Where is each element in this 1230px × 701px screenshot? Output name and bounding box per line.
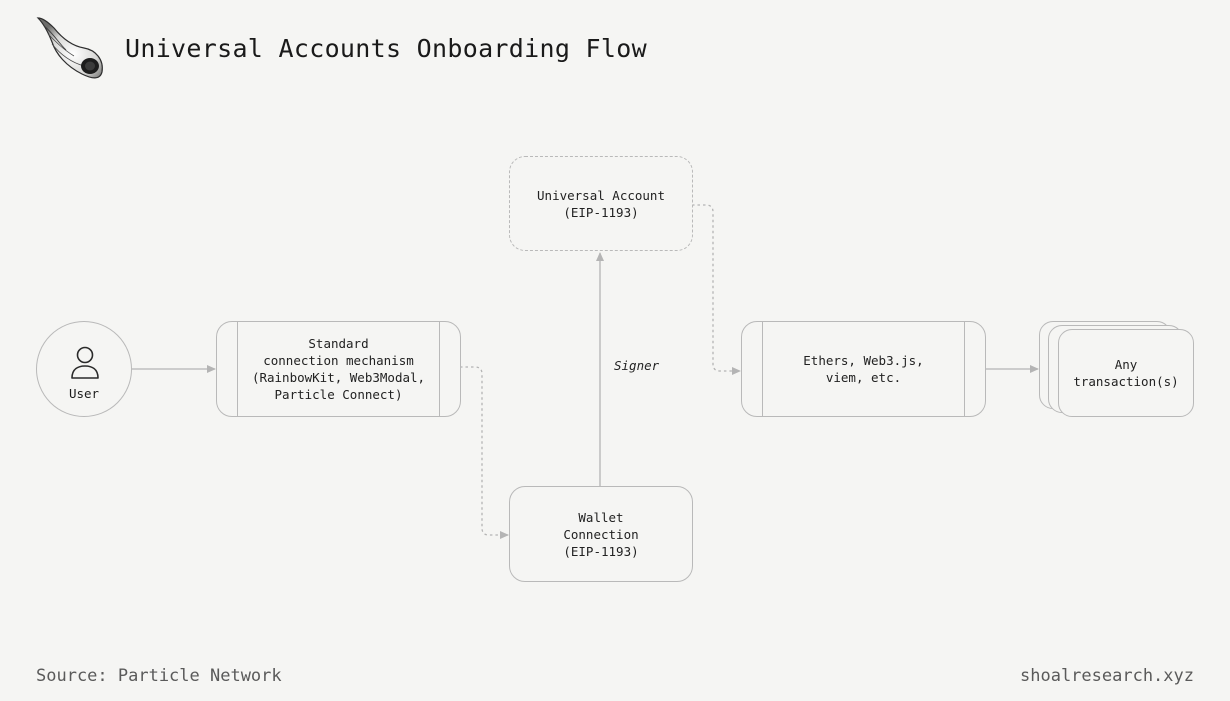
libraries-node: Ethers, Web3.js, viem, etc. bbox=[741, 321, 986, 417]
user-node: User bbox=[36, 321, 132, 417]
footer-site: shoalresearch.xyz bbox=[1020, 666, 1194, 686]
edge-universal-to-libraries bbox=[692, 204, 741, 375]
shell-logo-icon bbox=[36, 17, 103, 79]
libraries-label: Ethers, Web3.js, viem, etc. bbox=[803, 353, 924, 385]
page-title: Universal Accounts Onboarding Flow bbox=[125, 34, 647, 63]
universal-account-label: Universal Account (EIP-1193) bbox=[537, 187, 665, 220]
wallet-connection-label: Wallet Connection (EIP-1193) bbox=[563, 509, 639, 559]
transactions-label: Any transaction(s) bbox=[1073, 357, 1179, 389]
standard-connection-node: Standard connection mechanism (RainbowKi… bbox=[216, 321, 461, 417]
transactions-node: Any transaction(s) bbox=[1058, 329, 1194, 417]
user-icon bbox=[71, 346, 99, 379]
standard-connection-label: Standard connection mechanism (RainbowKi… bbox=[251, 336, 426, 402]
universal-account-node: Universal Account (EIP-1193) bbox=[509, 156, 693, 251]
signer-edge-label: Signer bbox=[614, 358, 660, 373]
wallet-connection-node: Wallet Connection (EIP-1193) bbox=[509, 486, 693, 582]
user-label: User bbox=[68, 386, 100, 401]
edge-standard-to-wallet bbox=[460, 366, 509, 539]
footer-source: Source: Particle Network bbox=[36, 666, 282, 686]
